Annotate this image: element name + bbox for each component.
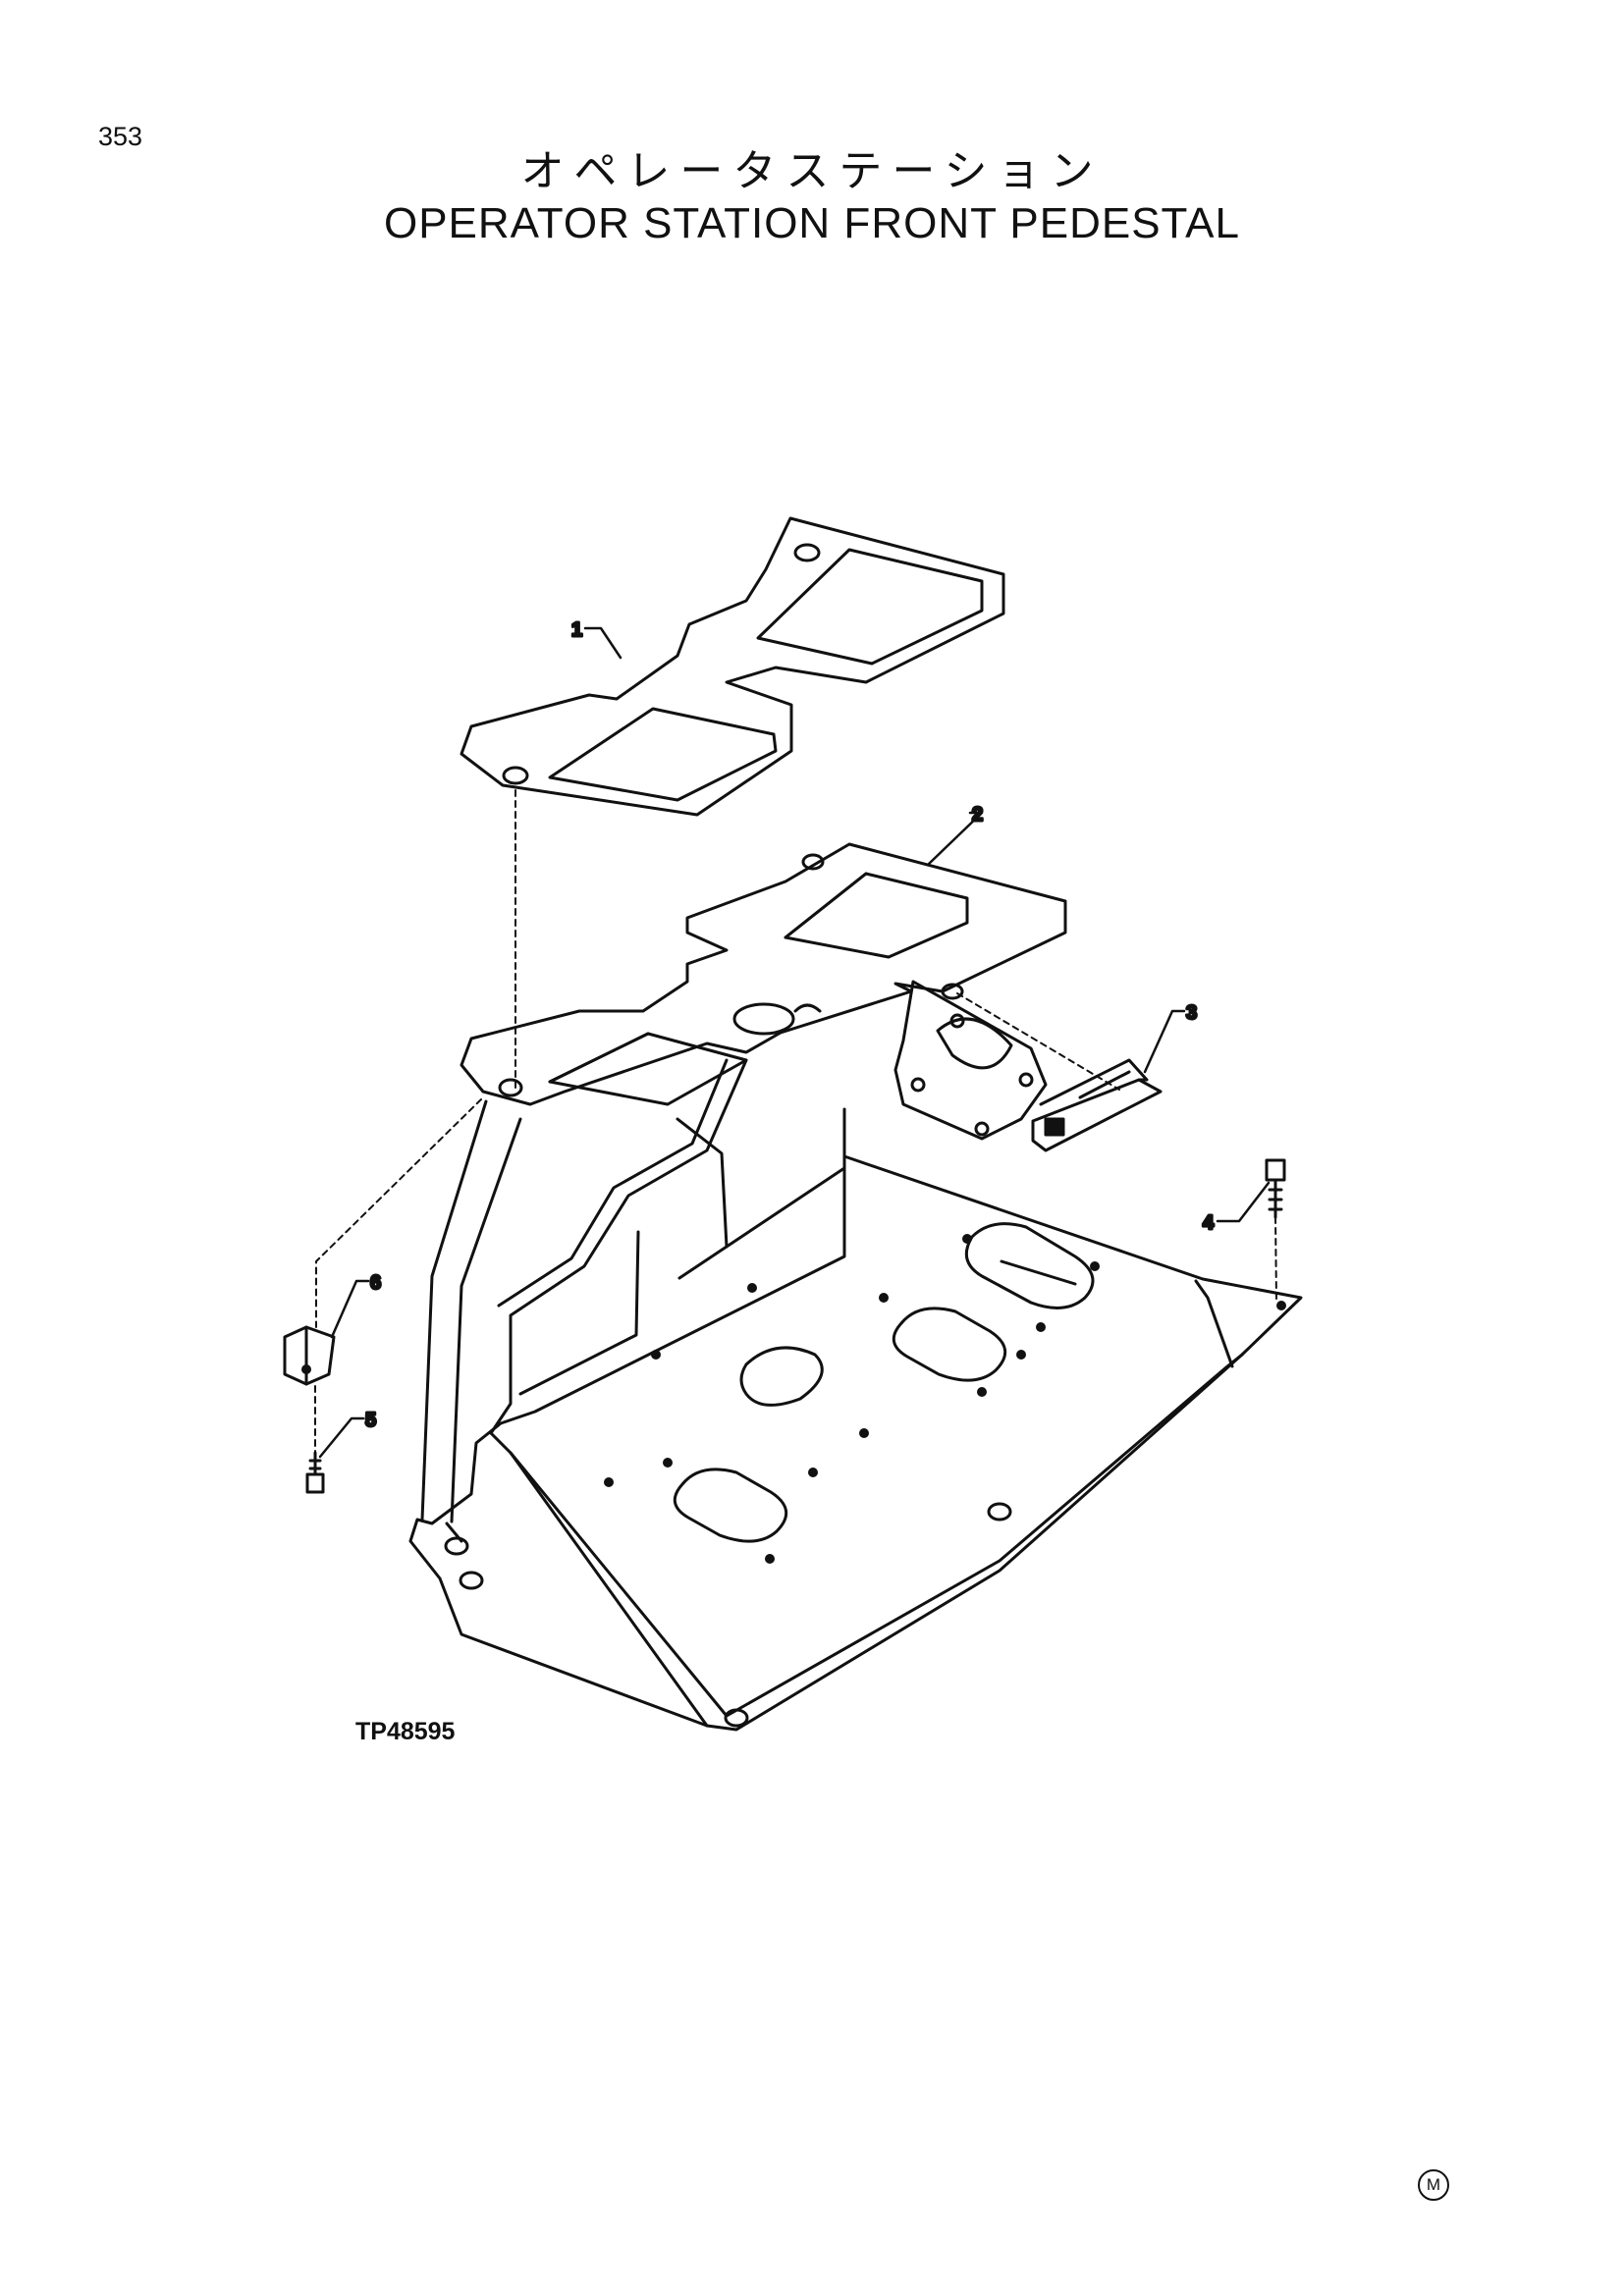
page-title: OPERATOR STATION FRONT PEDESTAL xyxy=(383,199,1240,247)
callout-2: 2 xyxy=(972,804,983,826)
base-plate xyxy=(408,1154,1303,1732)
part-5-screw xyxy=(305,1451,325,1494)
callout-leaders xyxy=(318,626,1271,1459)
part-6-clip xyxy=(283,1325,336,1386)
part-3-stop-block xyxy=(1031,1058,1163,1152)
callout-3: 3 xyxy=(1186,1002,1197,1024)
callout-1: 1 xyxy=(571,619,582,641)
drawing-reference-id: TP48595 xyxy=(355,1718,456,1745)
part-2-mounting-plate xyxy=(420,842,1067,1523)
callout-5: 5 xyxy=(365,1410,376,1431)
page-title-japanese: オペレータステーション xyxy=(520,146,1104,196)
circled-m-mark: M xyxy=(1418,2169,1449,2201)
part-1-cover-plate xyxy=(460,516,1005,817)
callout-6: 6 xyxy=(370,1272,381,1294)
part-4-bolt xyxy=(1265,1158,1286,1219)
assembly-guide-lines xyxy=(314,789,1277,1454)
callout-4: 4 xyxy=(1203,1212,1215,1234)
page-number: 353 xyxy=(98,122,143,151)
